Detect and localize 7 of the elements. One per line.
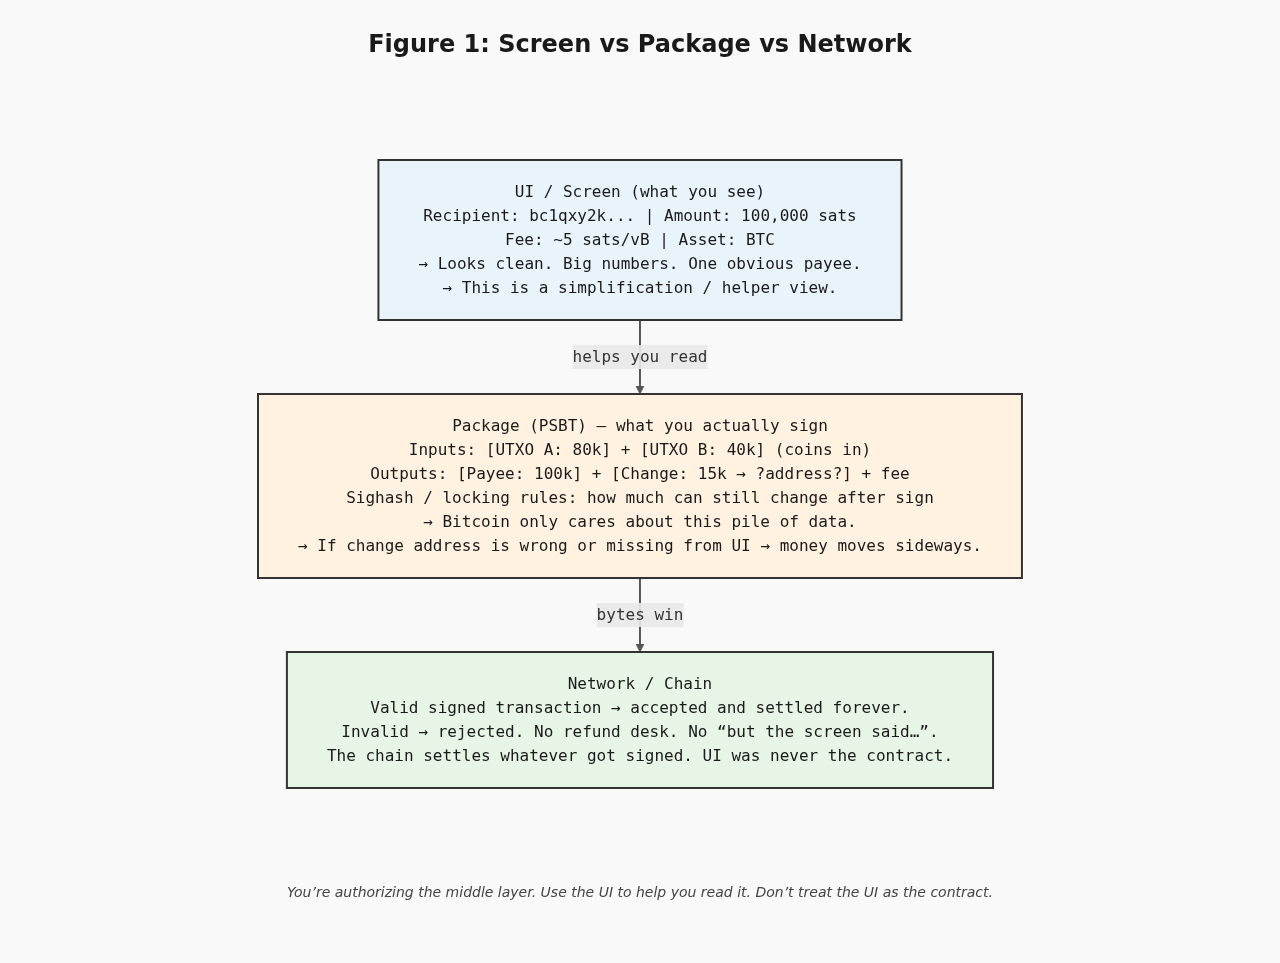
figure-title: Figure 1: Screen vs Package vs Network	[367, 30, 913, 58]
figure-caption: You’re authorizing the middle layer. Use the UI to help you read it. Don’t treat the UI as the contract.	[286, 884, 994, 900]
edge-label: helps you read	[572, 347, 708, 366]
node-box: Package (PSBT) — what you actually sign Inputs: [UTXO A: 80k] + [UTXO B: 40k] (coins in) Outputs: [Payee: 100k] + [Change: 15k → ?address?] + fee Sighash / locking rules: how much can still change after sign → Bitcoin only cares about this pile of data. → If change address is wrong or missing from UI → money moves sideways.	[257, 393, 1023, 579]
node-box: Network / Chain Valid signed transaction → accepted and settled forever. Invalid → rejected. No refund desk. No “but the screen said…”. The chain settles whatever got signed. UI was never the contract.	[285, 651, 995, 789]
node-box: UI / Screen (what you see) Recipient: bc1qxy2k... | Amount: 100,000 sats Fee: ~5 sats/vB | Asset: BTC → Looks clean. Big numbers. One obvious payee. → This is a simplification / helper view.	[377, 159, 903, 321]
edge-label: bytes win	[596, 605, 684, 624]
